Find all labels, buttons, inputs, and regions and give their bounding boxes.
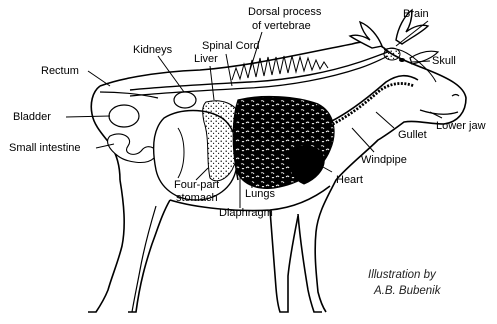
- kidney-shape: [174, 92, 196, 108]
- label-kidneys: Kidneys: [133, 44, 172, 56]
- nostril: [452, 95, 459, 97]
- label-heart: Heart: [336, 174, 363, 186]
- label-small-intestine: Small intestine: [9, 142, 81, 154]
- label-skull: Skull: [432, 55, 456, 67]
- antler-left: [350, 22, 382, 48]
- small-intestine-shape: [108, 134, 157, 163]
- front-leg-far: [298, 214, 322, 312]
- label-lower-jaw: Lower jaw: [436, 120, 486, 132]
- label-spinal-cord: Spinal Cord: [202, 40, 259, 52]
- label-dorsal-process-line2: of vertebrae: [252, 20, 311, 32]
- label-four-part-line2: stomach: [176, 192, 218, 204]
- label-liver: Liver: [194, 53, 218, 65]
- label-windpipe: Windpipe: [361, 154, 407, 166]
- label-bladder: Bladder: [13, 111, 51, 123]
- bladder-shape: [109, 105, 139, 127]
- credit-line2: A.B. Bubenik: [374, 284, 440, 299]
- label-lungs: Lungs: [245, 188, 275, 200]
- label-four-part-line1: Four-part: [174, 179, 219, 191]
- hind-leg-front: [128, 200, 170, 312]
- hind-leg-rear: [88, 180, 124, 312]
- lungs-shape: [233, 97, 334, 189]
- label-gullet: Gullet: [398, 129, 427, 141]
- rectum-shape: [100, 92, 158, 98]
- windpipe-tube: [320, 84, 414, 130]
- dorsal-processes: [232, 56, 328, 80]
- label-dorsal-process-line1: Dorsal process: [248, 6, 321, 18]
- label-diaphragm: Diaphragm: [219, 207, 273, 219]
- label-brain: Brain: [403, 8, 429, 20]
- credit-line1: Illustration by: [368, 268, 436, 283]
- label-rectum: Rectum: [41, 65, 79, 77]
- jaw-line: [420, 110, 458, 114]
- front-leg-near: [270, 210, 298, 312]
- eye: [399, 58, 405, 62]
- hind-leg-far: [132, 206, 156, 312]
- rump-outline: [91, 86, 120, 180]
